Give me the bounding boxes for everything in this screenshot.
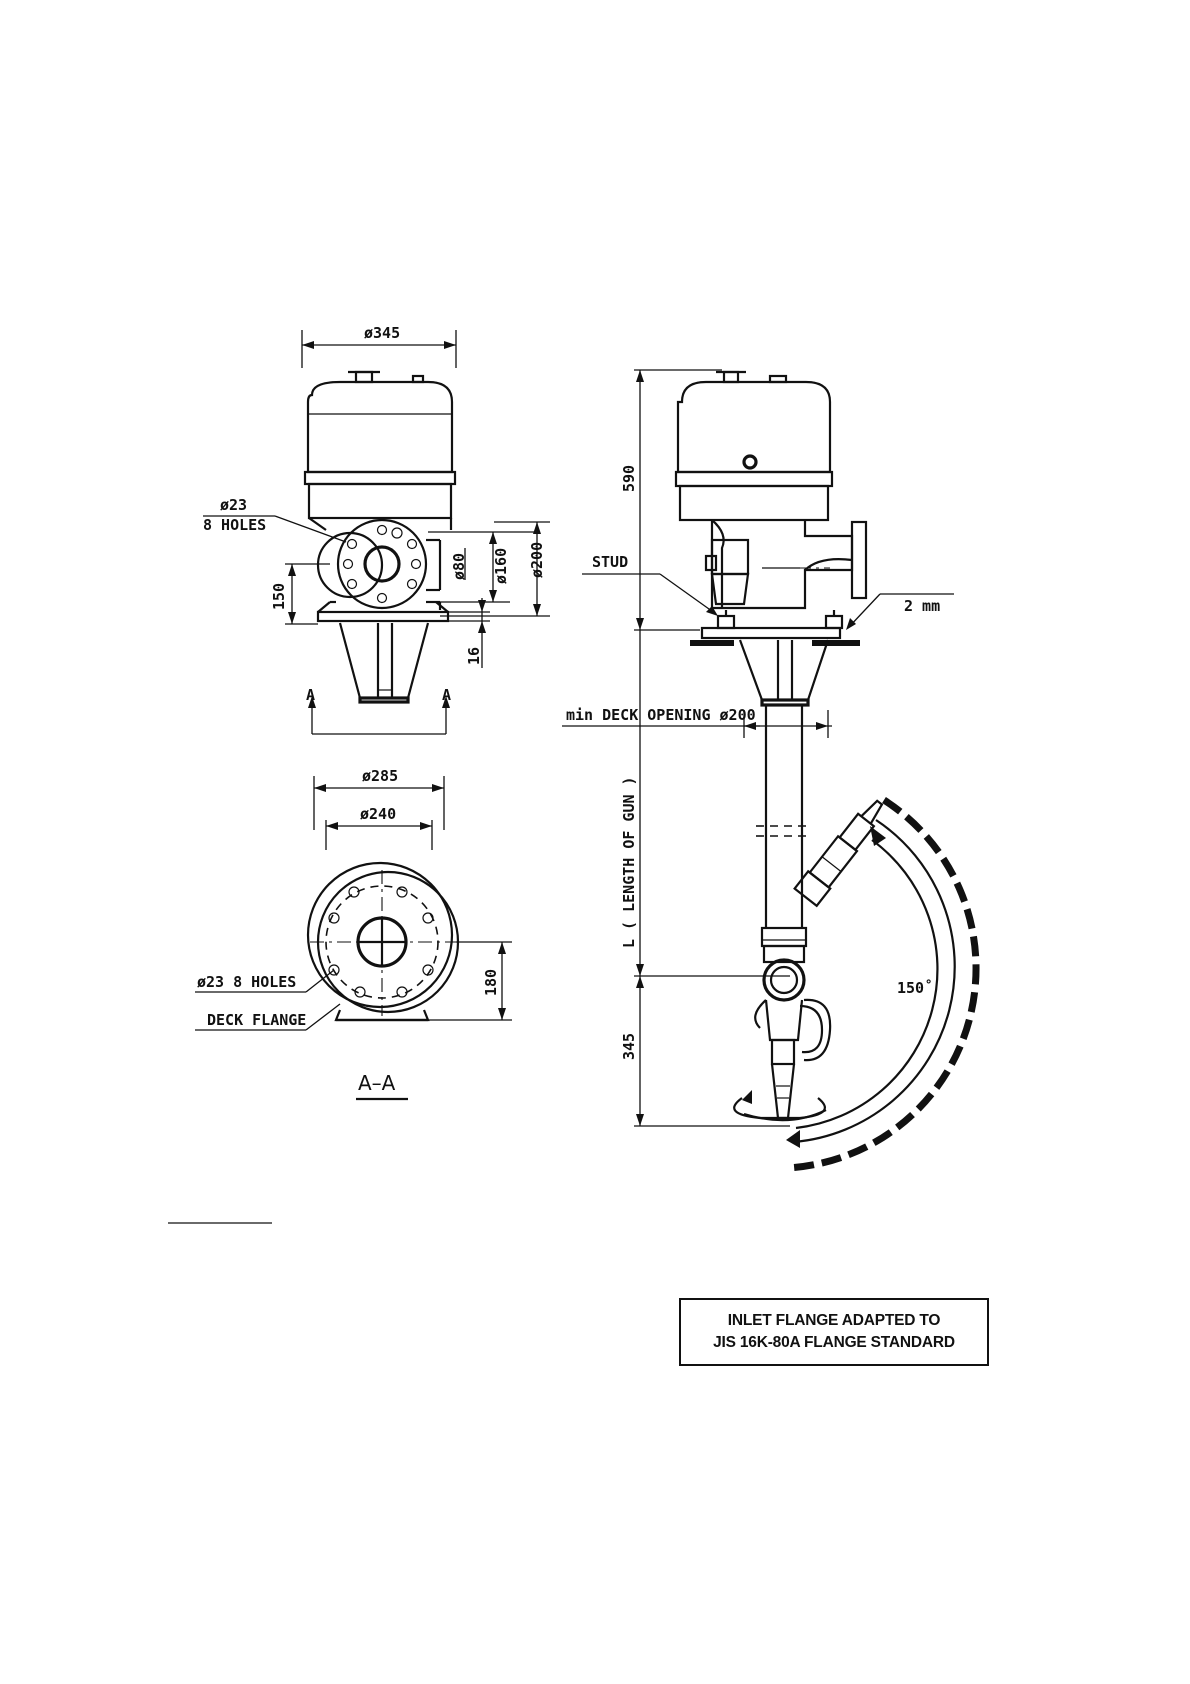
label-8-holes: 8 HOLES — [203, 516, 266, 534]
label-150: 150 — [270, 583, 288, 610]
label-phi23-8-holes-section: ø23 8 HOLES — [197, 973, 296, 991]
label-deck-flange: DECK FLANGE — [207, 1011, 306, 1029]
note-line-2: JIS 16K-80A FLANGE STANDARD — [713, 1332, 955, 1354]
label-phi240: ø240 — [360, 805, 396, 823]
label-180: 180 — [482, 969, 500, 996]
inlet-flange-note: INLET FLANGE ADAPTED TO JIS 16K-80A FLAN… — [679, 1298, 989, 1366]
front-view: ø345 — [203, 324, 550, 734]
section-a-a: ø285 ø240 180 — [195, 767, 512, 1099]
label-345: 345 — [620, 1033, 638, 1060]
label-590: 590 — [620, 465, 638, 492]
side-view: 590 STUD 2 mm — [562, 370, 976, 1168]
label-phi200: ø200 — [528, 542, 546, 578]
label-stud: STUD — [592, 553, 628, 571]
label-16: 16 — [465, 647, 483, 665]
label-2mm: 2 mm — [904, 597, 940, 615]
label-phi345: ø345 — [364, 324, 400, 342]
note-line-1: INLET FLANGE ADAPTED TO — [728, 1310, 940, 1332]
section-mark-left: A — [306, 686, 315, 704]
label-phi285: ø285 — [362, 767, 398, 785]
section-title: A–A — [358, 1071, 396, 1095]
section-mark-right: A — [442, 686, 451, 704]
label-150-degrees: 150˚ — [897, 979, 933, 997]
label-length-of-gun: L ( LENGTH OF GUN ) — [620, 776, 638, 948]
label-deck-opening: min DECK OPENING ø200 — [566, 706, 756, 724]
label-phi80: ø80 — [450, 553, 468, 580]
label-phi160: ø160 — [492, 548, 510, 584]
label-phi23: ø23 — [220, 496, 247, 514]
